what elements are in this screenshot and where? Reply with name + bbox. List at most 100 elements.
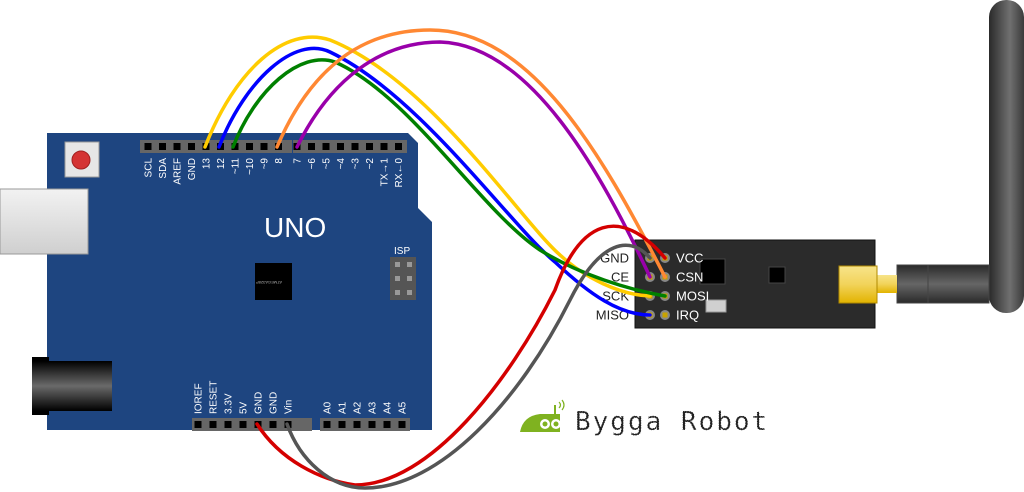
power-pin[interactable] <box>239 421 247 428</box>
power-pin-label: 5V <box>239 401 250 414</box>
isp-pin <box>407 276 412 281</box>
sma-connector <box>838 265 878 304</box>
digital-pin-label: 12 <box>216 158 227 170</box>
digital-pin-label: TX→1 <box>380 158 391 187</box>
module-label-left: GND <box>600 251 629 266</box>
module-pcb <box>634 239 876 329</box>
power-pin-label: RESET <box>209 381 220 414</box>
digital-pin[interactable] <box>322 143 330 150</box>
digital-pin-label: RX←0 <box>394 158 405 188</box>
power-jack <box>32 357 112 415</box>
power-pin[interactable] <box>194 421 202 428</box>
digital-pin-label: ~5 <box>322 158 333 170</box>
chip-label: ATMEGA328P <box>256 280 282 285</box>
analog-pin[interactable] <box>353 421 361 428</box>
board-name: UNO <box>264 212 326 243</box>
isp-pin <box>395 276 400 281</box>
antenna-hinge <box>896 264 990 304</box>
wire-8-csn[interactable] <box>275 28 667 279</box>
digital-pin[interactable] <box>188 143 195 150</box>
power-pin-label: 3.3V <box>224 393 235 414</box>
module-pin-pad <box>662 312 668 318</box>
sma-pin <box>877 275 897 293</box>
isp-pin <box>395 262 400 267</box>
module-label-right: VCC <box>676 251 703 266</box>
antenna-rod <box>989 0 1024 313</box>
power-pin-label: Vin <box>284 400 295 414</box>
digital-pin-label: ~3 <box>351 158 362 170</box>
bygga-robot-logo: Bygga Robot <box>520 399 769 437</box>
robot-head-icon <box>520 414 560 432</box>
power-pin[interactable] <box>269 421 277 428</box>
power-pin-label: GND <box>269 392 280 414</box>
reset-button-cap <box>71 150 91 170</box>
digital-pin[interactable] <box>337 143 344 150</box>
wires <box>203 28 667 490</box>
digital-pin[interactable] <box>159 143 166 150</box>
power-pin-label: GND <box>254 392 265 414</box>
digital-pin[interactable] <box>308 143 315 150</box>
isp-pin <box>407 262 412 267</box>
digital-pin[interactable] <box>246 143 253 150</box>
module-ic-large <box>699 258 726 285</box>
digital-pin[interactable] <box>260 143 268 150</box>
digital-pin-label: ~10 <box>245 158 256 175</box>
digital-pin-label: ~11 <box>231 158 242 175</box>
board-pcb <box>47 133 432 430</box>
analog-pin[interactable] <box>338 421 346 428</box>
digital-pin-label: ~6 <box>307 158 318 170</box>
usb-connector <box>0 188 89 255</box>
digital-pin-label: ~4 <box>336 158 347 170</box>
digital-pin[interactable] <box>351 143 359 150</box>
digital-pin-label: ~2 <box>365 158 376 170</box>
module-label-right: IRQ <box>676 308 699 323</box>
analog-header <box>320 418 410 431</box>
isp-label: ISP <box>394 246 410 257</box>
module-label-left: MISO <box>596 308 629 323</box>
analog-pin-label: A0 <box>323 401 334 414</box>
digital-pin-label: AREF <box>173 158 184 185</box>
antenna <box>877 0 1024 313</box>
analog-pin[interactable] <box>368 421 376 428</box>
analog-pin-label: A2 <box>353 401 364 414</box>
wire-11-mosi[interactable] <box>231 58 667 298</box>
analog-pin-label: A4 <box>383 401 394 414</box>
analog-pin[interactable] <box>383 421 391 428</box>
digital-pin-label: GND <box>187 158 198 180</box>
microcontroller-chip <box>255 263 292 300</box>
isp-pin <box>395 290 400 295</box>
power-pin[interactable] <box>224 421 232 428</box>
module-label-right: MOSI <box>676 289 709 304</box>
isp-header <box>390 257 416 300</box>
wire-7-ce[interactable] <box>295 40 652 279</box>
analog-pin[interactable] <box>323 421 331 428</box>
wire-gnd-gnd[interactable] <box>285 243 652 490</box>
digital-header-right <box>293 140 407 153</box>
isp-pin <box>407 290 412 295</box>
digital-pin[interactable] <box>366 143 373 150</box>
digital-pin-label: 8 <box>274 158 285 164</box>
analog-pin[interactable] <box>398 421 406 428</box>
digital-pin[interactable] <box>173 143 181 150</box>
power-header <box>192 418 312 431</box>
power-pin[interactable] <box>209 421 217 428</box>
digital-pin-label: SDA <box>158 158 169 179</box>
digital-pin-label: 7 <box>293 158 304 164</box>
digital-pin[interactable] <box>395 143 402 150</box>
wire-12-miso[interactable] <box>217 46 652 317</box>
digital-pin-label: ~9 <box>260 158 271 170</box>
module-ic-small <box>768 266 786 284</box>
logo-text: Bygga Robot <box>575 407 769 437</box>
power-pin-label: IOREF <box>194 383 205 414</box>
digital-pin[interactable] <box>380 143 388 150</box>
wire-5v-vcc[interactable] <box>255 224 667 487</box>
module-label-right: CSN <box>676 270 703 285</box>
crystal <box>705 299 727 313</box>
analog-pin-label: A5 <box>398 401 409 414</box>
digital-pin[interactable] <box>144 143 152 150</box>
digital-pin-label: SCL <box>144 158 155 178</box>
analog-pin-label: A1 <box>338 401 349 414</box>
